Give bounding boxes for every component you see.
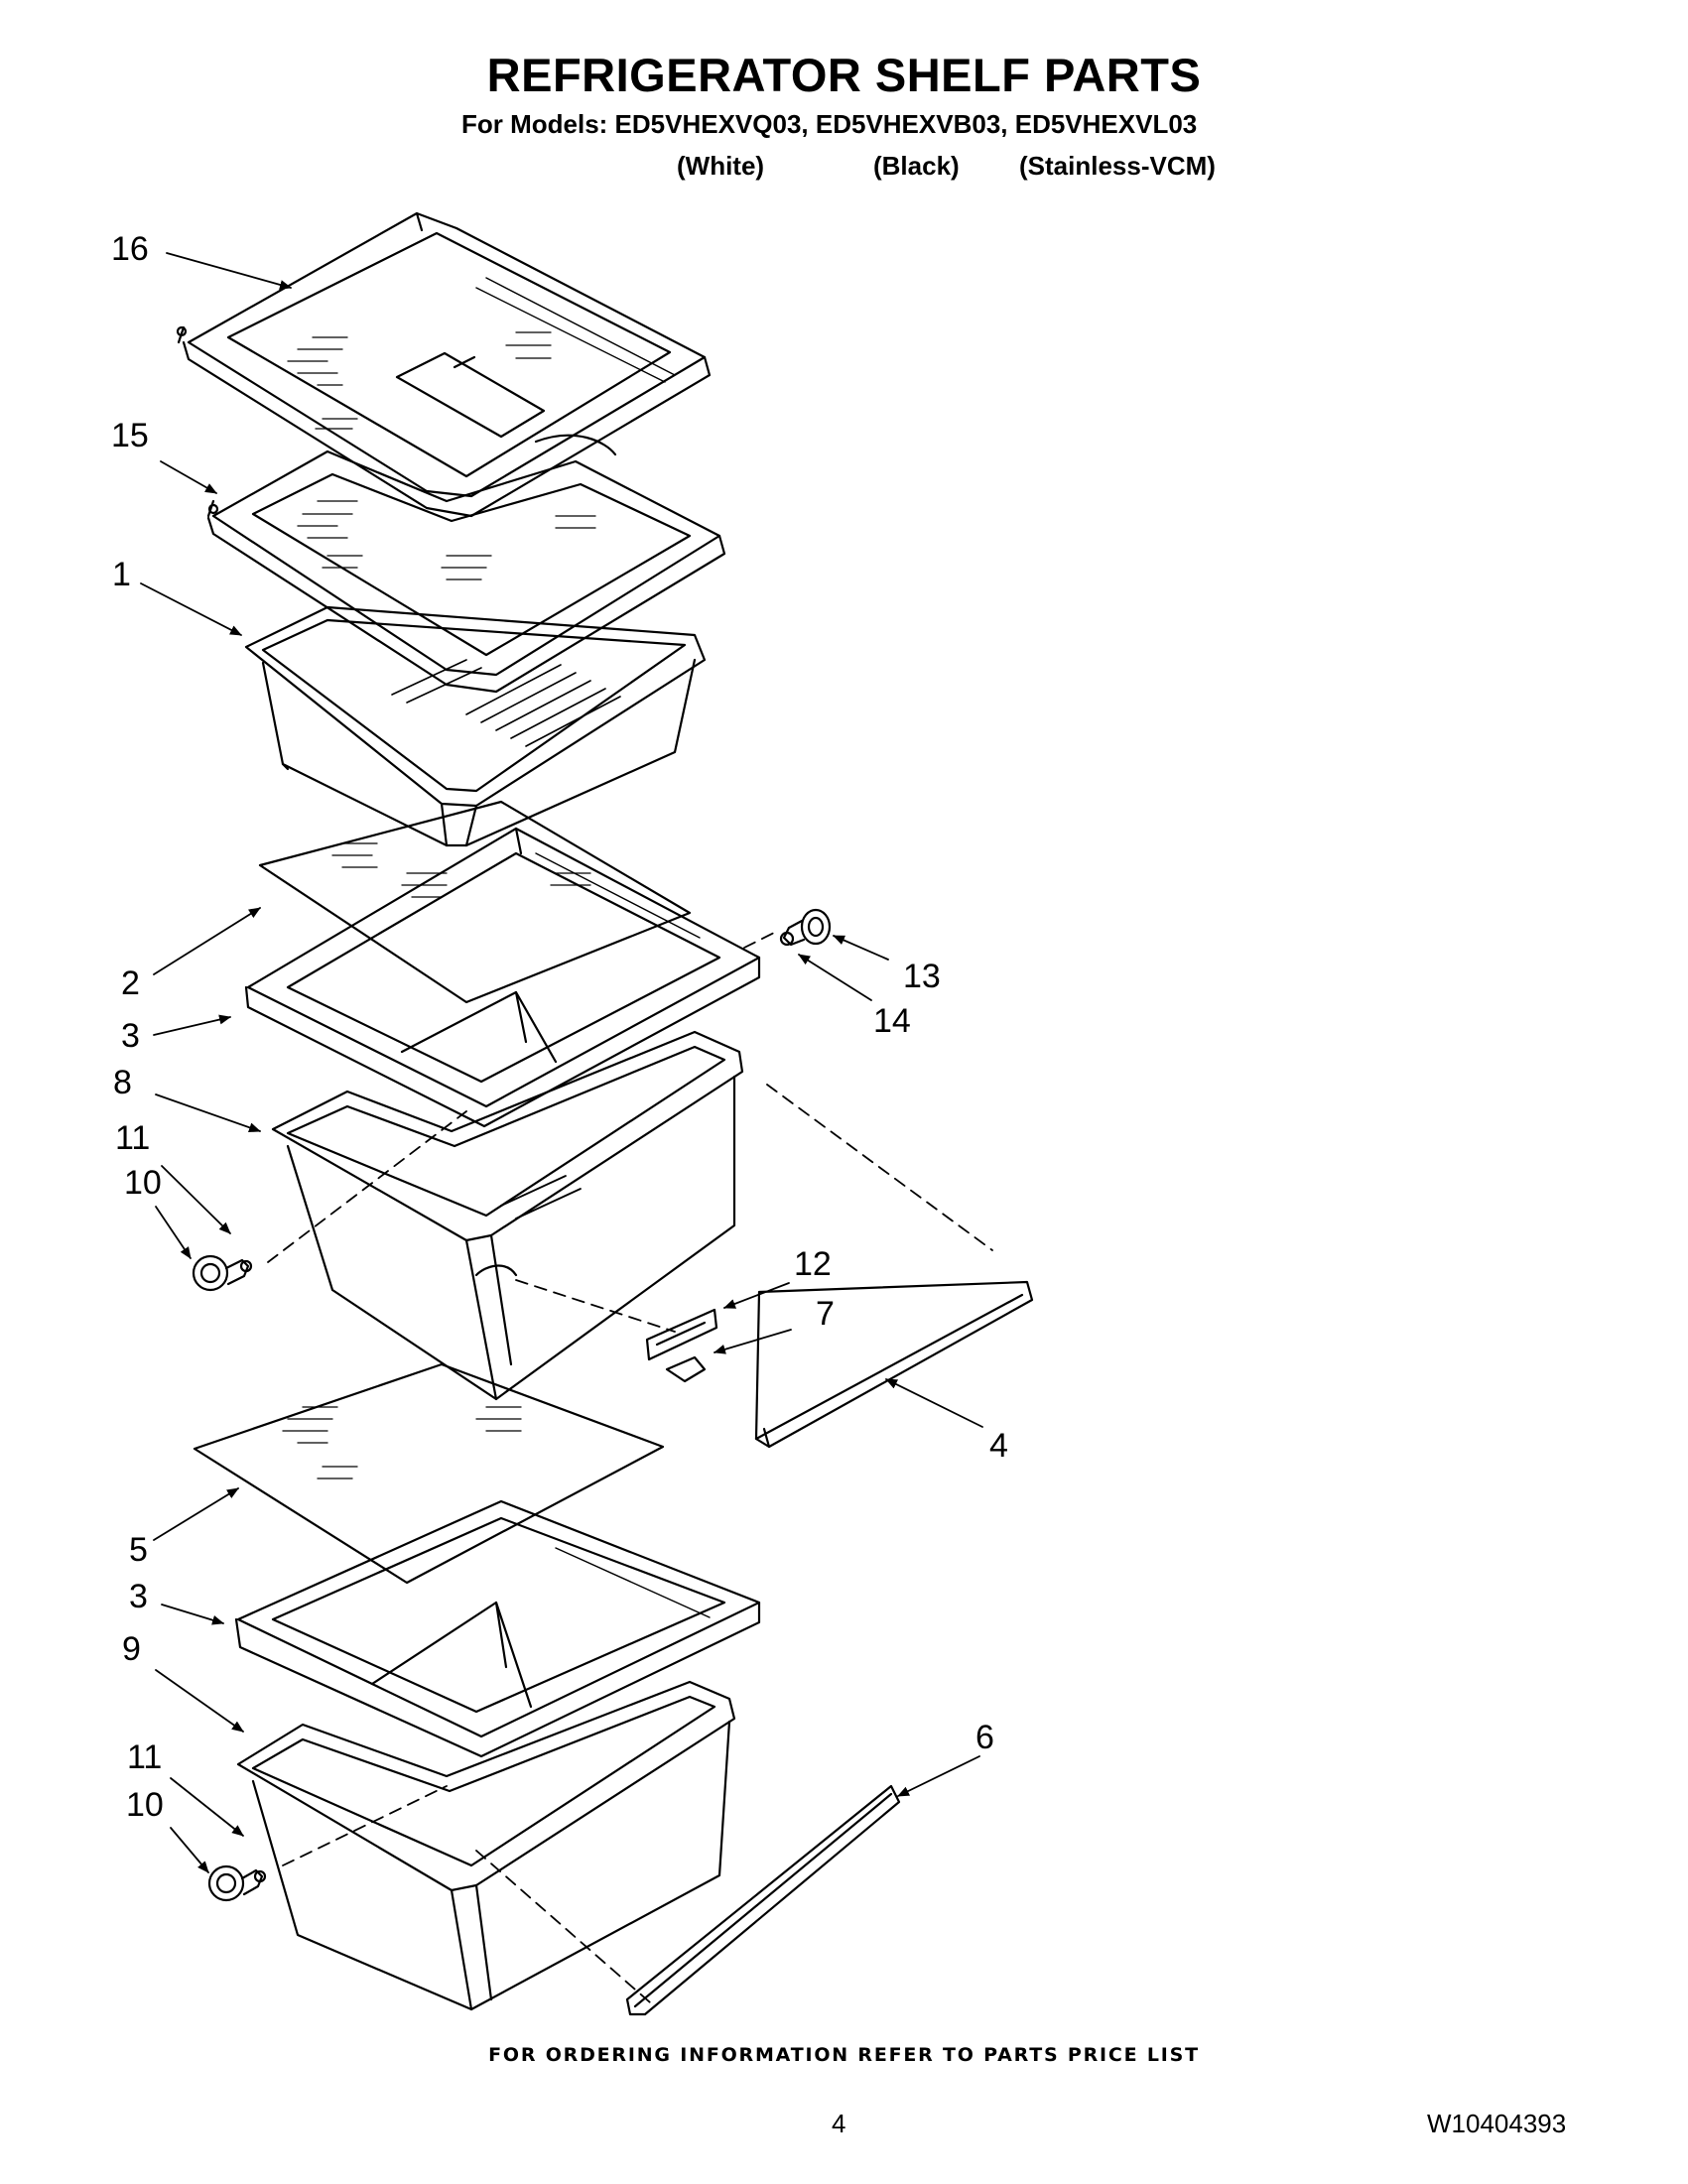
callout-11-lower: 11 [127, 1738, 162, 1776]
variant-stainless: (Stainless-VCM) [1019, 151, 1216, 181]
drawer-stop-10-11-upper-graphic [192, 1254, 253, 1292]
callout-6: 6 [975, 1719, 994, 1756]
cover-frame-3-lower-graphic [234, 1499, 761, 1758]
callout-10-upper: 10 [124, 1164, 162, 1202]
callout-12: 12 [794, 1245, 832, 1283]
callout-10-lower: 10 [126, 1786, 164, 1824]
callout-16: 16 [111, 230, 149, 268]
crisper-pan-1-graphic [244, 605, 707, 847]
page-title: REFRIGERATOR SHELF PARTS [486, 49, 1202, 101]
shelf-16-graphic [176, 211, 712, 518]
models-line: For Models: ED5VHEXVQ03, ED5VHEXVB03, ED… [461, 109, 1198, 139]
document-number: W10404393 [1427, 2109, 1567, 2138]
callout-9: 9 [122, 1630, 141, 1668]
handle-6-graphic [625, 1784, 901, 2016]
callout-3-lower: 3 [129, 1578, 148, 1615]
drawer-8-graphic [271, 1030, 744, 1401]
glass-panel-5-graphic [193, 1362, 665, 1585]
callout-1: 1 [112, 556, 131, 593]
variant-black: (Black) [873, 151, 960, 181]
assembly-dashed-lines [267, 932, 993, 2003]
handle-4-graphic [754, 1280, 1034, 1449]
label-holder-12-7-graphic [645, 1308, 718, 1383]
callout-14: 14 [873, 1002, 911, 1040]
wheel-13-14-graphic [779, 908, 832, 947]
variant-white: (White) [677, 151, 765, 181]
cover-frame-3-upper-graphic [244, 827, 761, 1128]
callout-13: 13 [903, 958, 941, 995]
callout-15: 15 [111, 417, 149, 454]
glass-panel-2-graphic [258, 800, 692, 1004]
callout-3-upper: 3 [121, 1017, 140, 1055]
callout-2: 2 [121, 964, 140, 1002]
callout-4: 4 [989, 1427, 1008, 1465]
callout-5: 5 [129, 1531, 148, 1569]
callout-8: 8 [113, 1064, 132, 1101]
ordering-info-footer: FOR ORDERING INFORMATION REFER TO PARTS … [488, 2044, 1200, 2066]
shelf-15-graphic [206, 450, 726, 694]
leader-lines [140, 252, 983, 1873]
page-number: 4 [832, 2109, 846, 2138]
callout-7: 7 [816, 1295, 835, 1333]
callout-11-upper: 11 [115, 1119, 150, 1157]
drawer-stop-10-11-lower-graphic [207, 1864, 267, 1902]
drawer-9-graphic [236, 1680, 736, 2011]
